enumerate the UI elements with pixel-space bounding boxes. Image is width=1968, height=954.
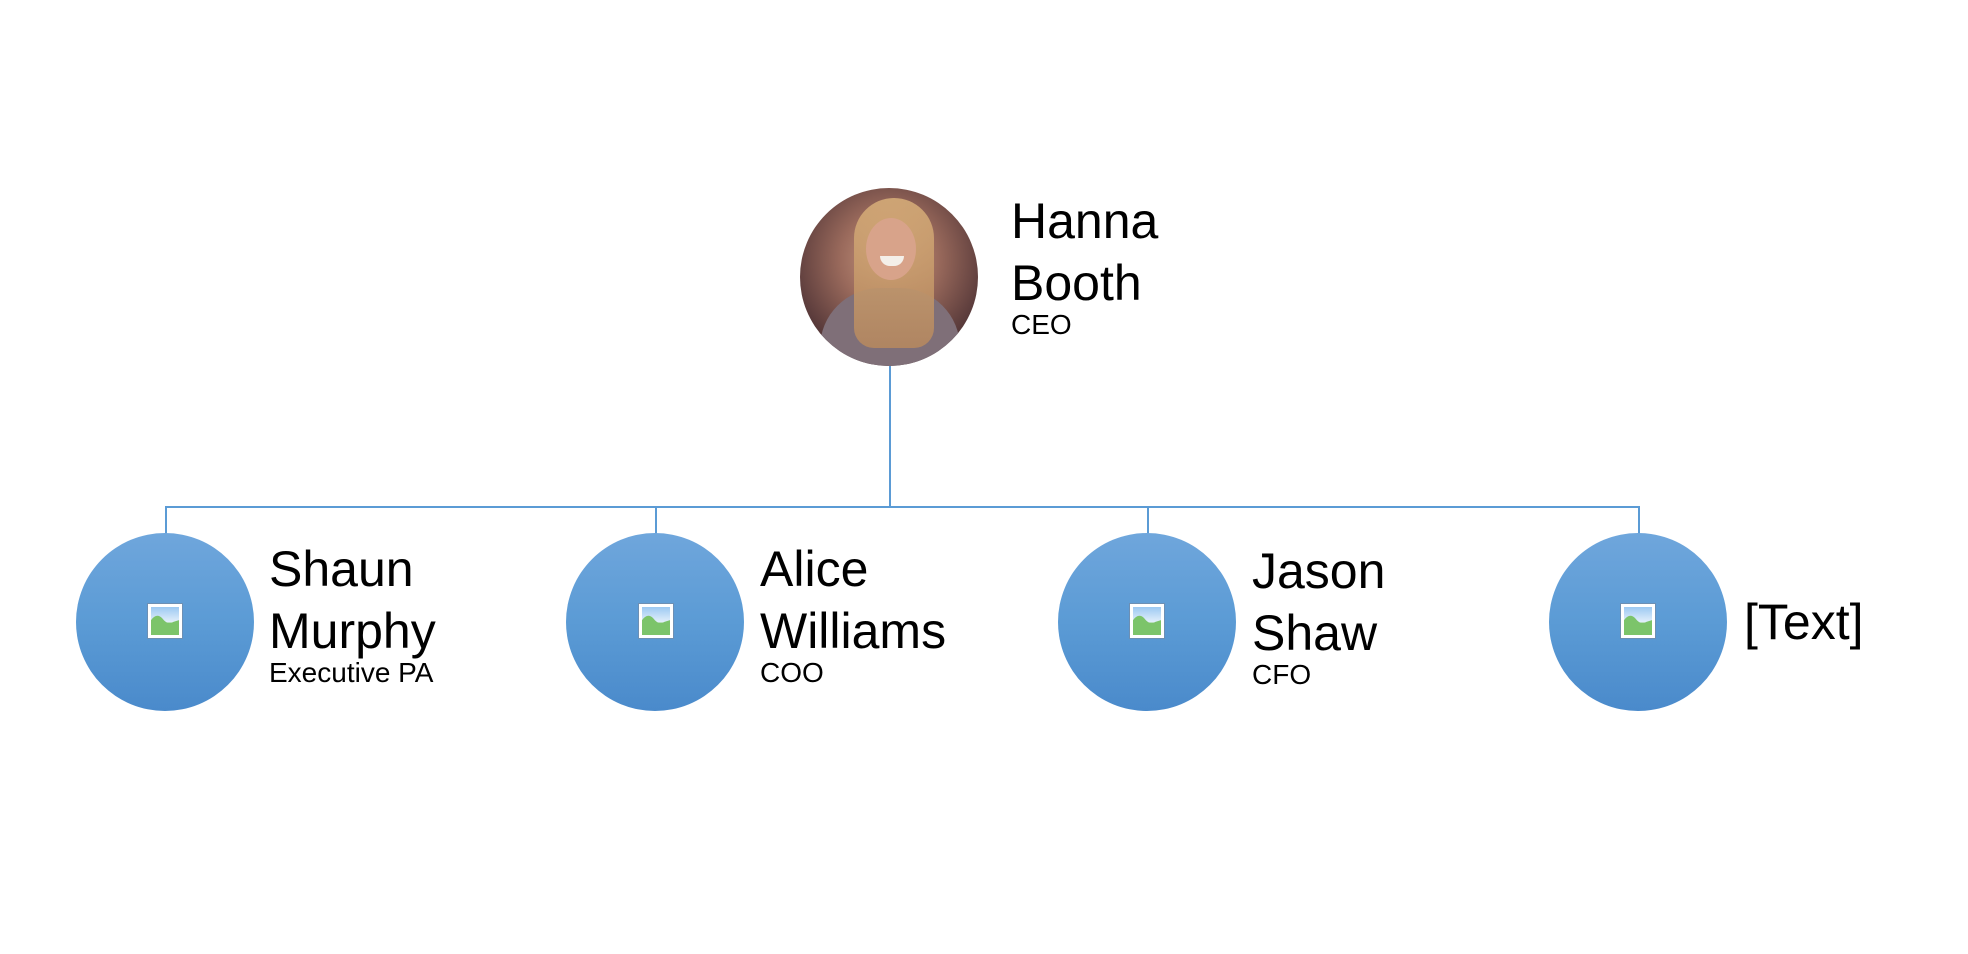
child-1-text[interactable]: Shaun Murphy Executive PA xyxy=(269,538,436,690)
child-connector-3 xyxy=(1147,506,1149,534)
root-vertical-connector xyxy=(889,365,891,507)
child-1-name-line2: Murphy xyxy=(269,603,436,659)
child-1-title: Executive PA xyxy=(269,657,434,688)
child-connector-4 xyxy=(1638,506,1640,534)
root-title: CEO xyxy=(1011,309,1072,340)
horizontal-connector xyxy=(165,506,1640,508)
child-4-placeholder-text: [Text] xyxy=(1744,594,1864,650)
child-2-name-line2: Williams xyxy=(760,603,947,659)
child-3-title: CFO xyxy=(1252,659,1312,690)
root-name-line2: Booth xyxy=(1011,255,1142,311)
child-3-name-line1: Jason xyxy=(1252,543,1386,599)
child-1-name-line1: Shaun xyxy=(269,541,414,597)
root-text[interactable]: Hanna Booth CEO xyxy=(1011,190,1158,342)
child-3-text[interactable]: Jason Shaw CFO xyxy=(1252,540,1385,692)
child-3-name-line2: Shaw xyxy=(1252,605,1378,661)
child-2-text[interactable]: Alice Williams COO xyxy=(760,538,946,690)
child-2-title: COO xyxy=(760,657,824,688)
root-avatar-photo[interactable] xyxy=(800,188,978,366)
photo-detail xyxy=(880,256,904,266)
child-2-name-line1: Alice xyxy=(760,541,869,597)
picture-placeholder-icon[interactable] xyxy=(147,603,183,639)
root-name-line1: Hanna xyxy=(1011,193,1159,249)
child-connector-1 xyxy=(165,506,167,534)
picture-placeholder-icon[interactable] xyxy=(1129,603,1165,639)
child-4-text[interactable]: [Text] xyxy=(1744,592,1863,652)
picture-placeholder-icon[interactable] xyxy=(638,603,674,639)
photo-detail xyxy=(866,218,916,280)
picture-placeholder-icon[interactable] xyxy=(1620,603,1656,639)
child-connector-2 xyxy=(655,506,657,534)
